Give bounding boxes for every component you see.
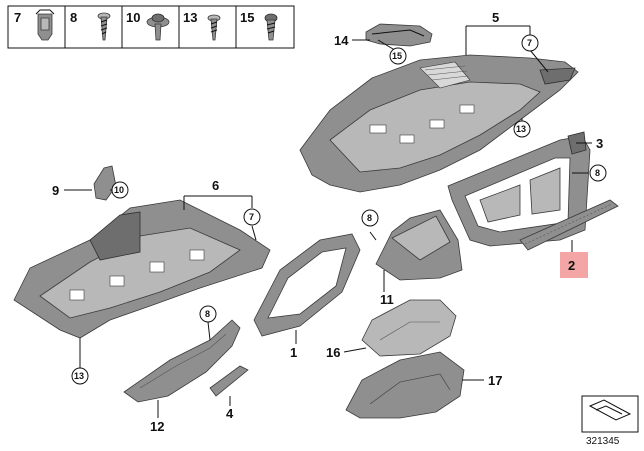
part-4-strip [209, 365, 249, 397]
header-part-8: 8 [70, 10, 77, 25]
part-5-support [299, 54, 579, 193]
callout-2-highlight: 2 [560, 252, 588, 278]
diagram-id-box: 321345 [581, 395, 639, 447]
callout-9: 9 [52, 183, 59, 198]
callout-4: 4 [226, 406, 234, 421]
callout-6: 6 [212, 178, 219, 193]
screw-15-icon [264, 13, 278, 41]
screw-13-icon [207, 14, 221, 41]
header-part-10: 10 [126, 10, 140, 25]
header-part-7: 7 [14, 10, 21, 25]
flange-screw-icon [146, 13, 170, 41]
part-9-bracket [93, 165, 117, 201]
part-2-trim-strip [519, 199, 619, 251]
callout-2: 2 [568, 258, 575, 273]
circle-callout-13b: 13 [74, 371, 84, 381]
circle-callout-7a: 7 [527, 38, 532, 48]
callout-labels: 14 5 3 9 6 11 1 16 17 12 4 [52, 10, 603, 434]
callout-17: 17 [488, 373, 502, 388]
circle-callout-15: 15 [392, 51, 402, 61]
part-14-bracket [365, 23, 433, 47]
header-part-13: 13 [183, 10, 197, 25]
callout-16: 16 [326, 345, 340, 360]
clip-icon [35, 9, 55, 41]
callout-5: 5 [492, 10, 499, 25]
part-11-bolster [375, 209, 463, 281]
header-part-15: 15 [240, 10, 254, 25]
circle-callout-13a: 13 [516, 124, 526, 134]
part-17-column-cover [345, 351, 465, 419]
diagram-id: 321345 [586, 436, 620, 447]
part-16-column-cover [361, 299, 457, 357]
circle-callout-8c: 8 [205, 309, 210, 319]
circle-callout-7b: 7 [249, 212, 254, 222]
circle-callout-10: 10 [114, 185, 124, 195]
part-6-glovebox-housing [13, 199, 271, 339]
callout-3: 3 [596, 136, 603, 151]
part-1-trim-frame [253, 233, 361, 337]
callout-1: 1 [290, 345, 297, 360]
screw-icon [97, 12, 111, 41]
circle-callout-8a: 8 [595, 168, 600, 178]
callout-14: 14 [334, 33, 349, 48]
callout-11: 11 [380, 292, 394, 307]
circled-callouts: 15 7 13 8 10 7 8 8 13 [71, 34, 607, 385]
part-12-lid [123, 319, 241, 403]
circle-callout-8b: 8 [367, 213, 372, 223]
callout-12: 12 [150, 419, 164, 434]
header-parts-table: 7 8 10 13 15 [7, 5, 295, 49]
